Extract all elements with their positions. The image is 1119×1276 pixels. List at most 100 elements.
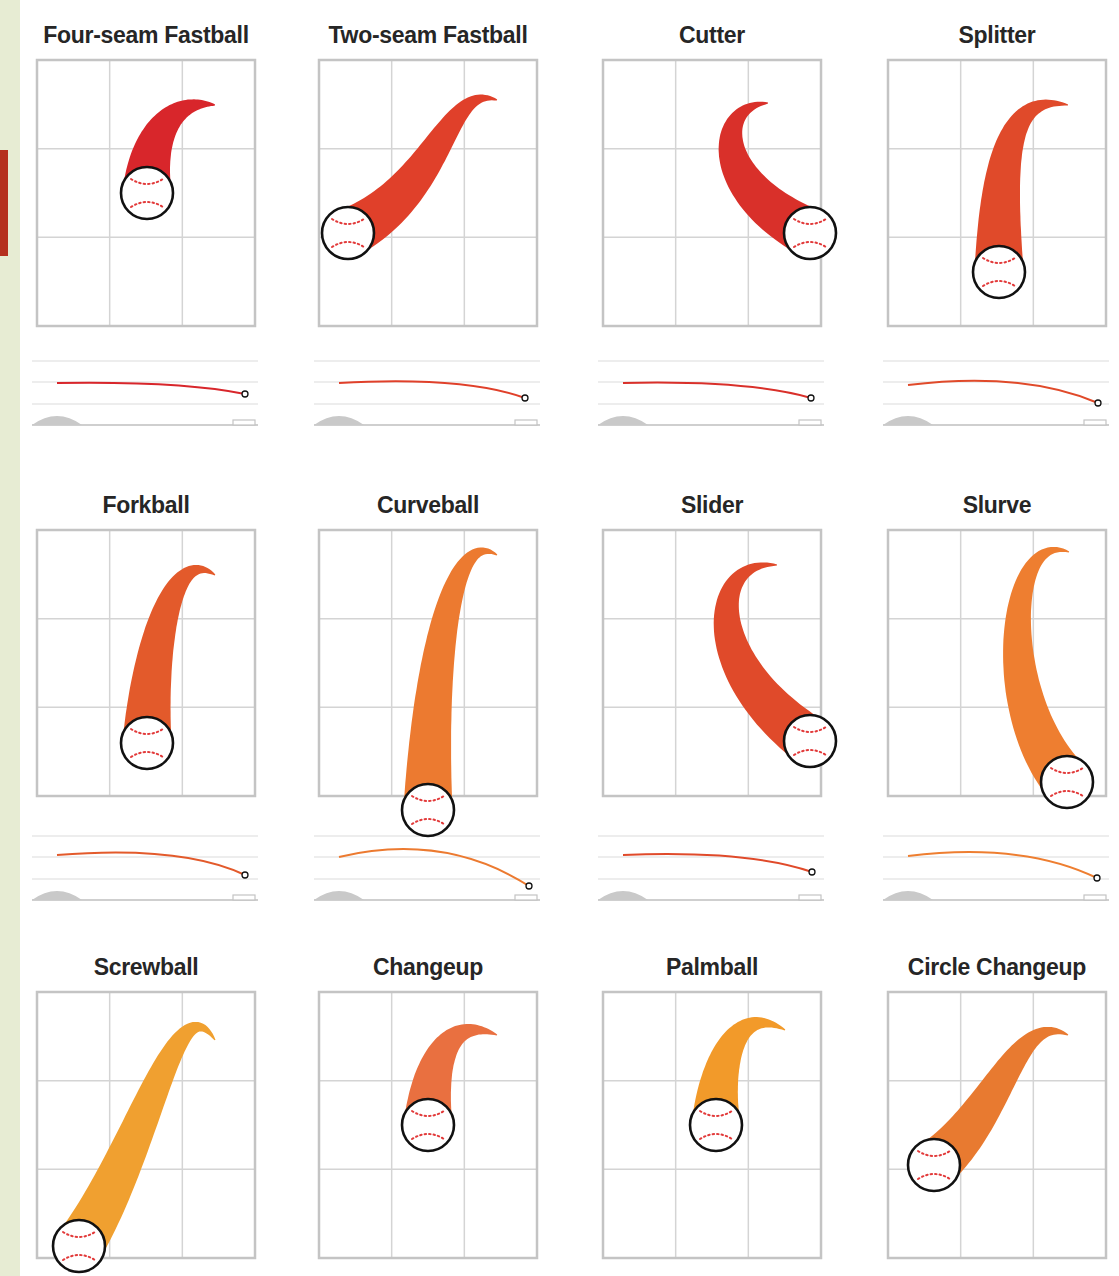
- pitch-name: Palmball: [563, 950, 861, 984]
- baseball: [1041, 756, 1093, 808]
- pitch-name: Cutter: [563, 18, 861, 52]
- trajectory: [623, 383, 811, 398]
- height-line: [883, 856, 1109, 857]
- strike-zone-grid: [603, 992, 821, 1258]
- ball-seam: [131, 729, 163, 734]
- ball-seam: [794, 242, 826, 247]
- ball-seam: [918, 1174, 950, 1179]
- grid-line: [675, 60, 677, 326]
- ball-outline: [121, 167, 173, 219]
- pitch-panel: Changeup: [319, 950, 537, 1258]
- zone-frame: [603, 992, 821, 1258]
- pitch-name: Four-seam Fastball: [0, 18, 295, 52]
- trajectory-ball: [526, 883, 532, 889]
- ball-seam: [332, 219, 364, 224]
- grid-line: [37, 237, 255, 239]
- pitchers-mound: [32, 891, 82, 900]
- page-edge-strip: [0, 0, 20, 1276]
- ball-seam: [700, 1134, 732, 1139]
- height-line: [598, 403, 824, 404]
- height-line: [32, 835, 258, 836]
- trajectory: [339, 381, 525, 398]
- ball-seam: [983, 258, 1015, 263]
- side-view: [314, 361, 540, 425]
- pitch-panel: Slider: [603, 488, 821, 796]
- grid-line: [675, 992, 677, 1258]
- zone-frame: [319, 992, 537, 1258]
- side-view: [314, 836, 540, 900]
- zone-frame: [37, 60, 255, 326]
- zone-frame: [37, 530, 255, 796]
- pitch-panel: Screwball: [37, 950, 255, 1258]
- ball-seam: [983, 281, 1015, 286]
- height-line: [598, 835, 824, 836]
- strike-zone-grid: [319, 60, 537, 326]
- grid-line: [109, 60, 111, 326]
- height-line: [883, 835, 1109, 836]
- baseball: [402, 784, 454, 836]
- ball-seam: [131, 179, 163, 184]
- height-line: [598, 856, 824, 857]
- ball-seam: [1051, 791, 1083, 796]
- strike-zone-grid: [888, 992, 1106, 1258]
- pitch-name: Two-seam Fastball: [279, 18, 577, 52]
- ball-seam: [412, 1111, 444, 1116]
- side-view: [598, 836, 824, 900]
- height-line: [883, 360, 1109, 361]
- pitch-panel: Cutter: [603, 18, 821, 326]
- baseball: [121, 717, 173, 769]
- zone-frame: [603, 60, 821, 326]
- ball-outline: [908, 1139, 960, 1191]
- strike-zone-grid: [888, 60, 1106, 326]
- grid-line: [888, 707, 1106, 709]
- side-view: [883, 361, 1109, 425]
- grid-line: [391, 992, 393, 1258]
- baseball: [908, 1139, 960, 1191]
- height-line: [314, 856, 540, 857]
- grid-line: [391, 530, 393, 796]
- grid-line: [675, 530, 677, 796]
- pitch-trail: [974, 100, 1068, 273]
- grid-line: [1033, 60, 1035, 326]
- pitch-panel: Forkball: [37, 488, 255, 796]
- baseball: [784, 207, 836, 259]
- pitchers-mound: [314, 416, 364, 425]
- pitch-panel: Two-seam Fastball: [319, 18, 537, 326]
- pitchers-mound: [883, 416, 933, 425]
- ball-outline: [690, 1099, 742, 1151]
- height-line: [883, 878, 1109, 879]
- height-line: [314, 878, 540, 879]
- height-line: [598, 878, 824, 879]
- ball-seam: [412, 796, 444, 801]
- home-plate: [799, 895, 821, 900]
- baseball: [53, 1220, 105, 1272]
- ball-seam: [918, 1151, 950, 1156]
- ball-outline: [121, 717, 173, 769]
- page-edge-tab: [0, 150, 8, 256]
- ball-seam: [131, 752, 163, 757]
- pitch-panel: Slurve: [888, 488, 1106, 796]
- zone-frame: [319, 60, 537, 326]
- trajectory-ball: [1094, 875, 1100, 881]
- pitch-trail: [403, 548, 497, 811]
- ball-seam: [794, 219, 826, 224]
- side-view: [883, 836, 1109, 900]
- baseball: [973, 246, 1025, 298]
- pitch-name: Screwball: [0, 950, 295, 984]
- trajectory: [339, 849, 529, 886]
- grid-line: [37, 618, 255, 620]
- pitch-trail: [122, 565, 215, 744]
- home-plate: [799, 420, 821, 425]
- pitchers-mound: [314, 891, 364, 900]
- height-line: [32, 856, 258, 857]
- trajectory-ball: [242, 872, 248, 878]
- grid-line: [603, 1169, 821, 1171]
- grid-line: [182, 60, 184, 326]
- side-view: [32, 836, 258, 900]
- side-view: [32, 361, 258, 425]
- ball-outline: [973, 246, 1025, 298]
- side-view: [598, 361, 824, 425]
- ball-seam: [412, 1134, 444, 1139]
- trajectory-ball: [1095, 400, 1101, 406]
- home-plate: [1084, 895, 1106, 900]
